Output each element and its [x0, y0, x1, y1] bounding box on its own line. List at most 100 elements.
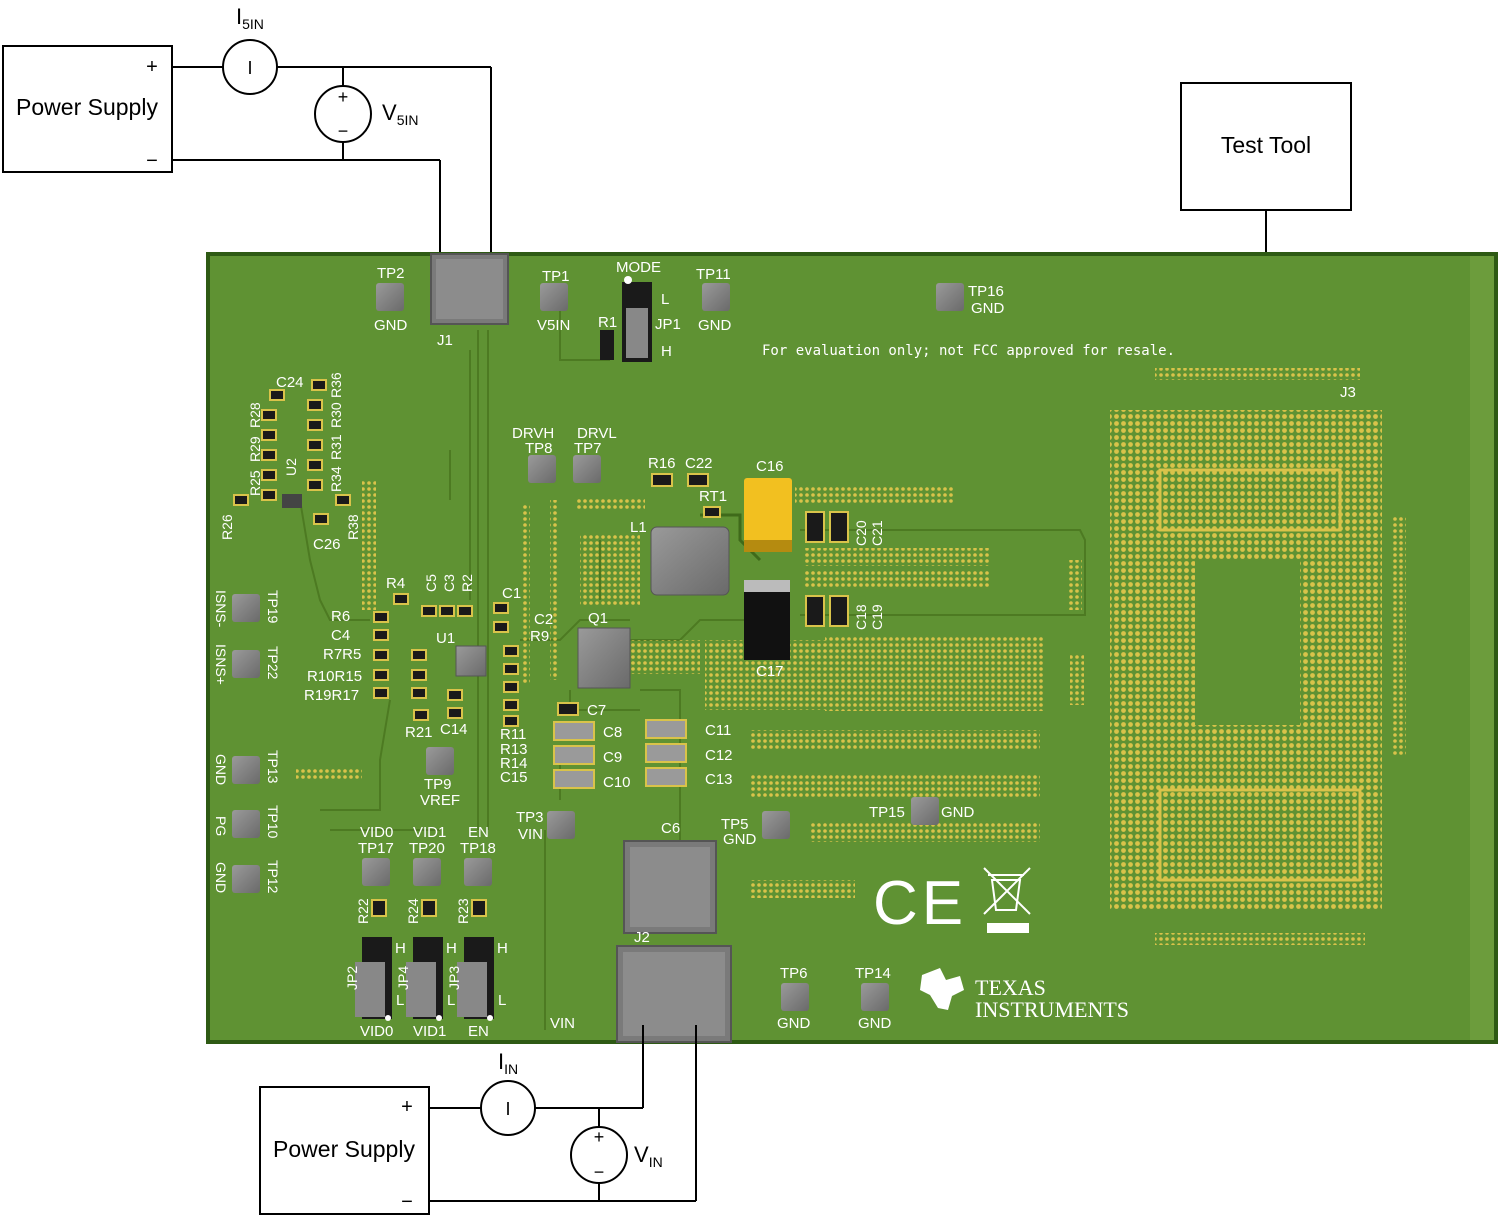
mode-label: MODE [616, 259, 661, 276]
c20-label: C20 [853, 520, 869, 546]
c18-label: C18 [853, 604, 869, 630]
tp1-pad [540, 283, 568, 311]
tp5-label: TP5 [721, 816, 749, 833]
r22-label: R22 [355, 898, 371, 924]
bottom-power-supply-box [259, 1086, 430, 1215]
vid1-bottom-label: VID1 [413, 1023, 446, 1040]
jp2-label: JP2 [344, 966, 360, 990]
tp12-pad [232, 865, 260, 893]
top-current-label: I5IN [236, 4, 264, 32]
tp14-label: TP14 [855, 965, 891, 982]
bottom-supply-minus-terminal: − [401, 1191, 413, 1213]
tp15-pad [911, 797, 939, 825]
tp8-label: TP8 [525, 440, 553, 457]
tp3-vin-label: VIN [518, 826, 543, 843]
en-top-label: EN [468, 824, 489, 841]
tp8-pad [528, 455, 556, 483]
ti-brand-line1: TEXAS [975, 975, 1046, 1000]
r7r5-label: R7R5 [323, 646, 361, 663]
u1-label: U1 [436, 630, 455, 647]
tp17-label: TP17 [358, 840, 394, 857]
jp4-l-label: L [447, 992, 455, 1009]
c22-label: C22 [685, 455, 713, 472]
bottom-ammeter-symbol: I [505, 1099, 510, 1119]
bottom-power-supply-group: Power Supply + − I IIN + − VIN [259, 1025, 697, 1215]
r2-label: R2 [459, 574, 475, 592]
test-tool-group: Test Tool [1180, 82, 1352, 412]
r13-label: R13 [500, 741, 528, 758]
tp12-label: TP12 [265, 860, 281, 894]
top-supply-minus-terminal: − [146, 150, 158, 172]
c11-label: C11 [705, 722, 731, 739]
c17-capacitor [744, 580, 790, 660]
en-bottom-label: EN [468, 1023, 489, 1040]
u2-ic [282, 494, 302, 508]
tp16-pad [936, 283, 964, 311]
tp6-pad [781, 983, 809, 1011]
c4-label: C4 [331, 627, 350, 644]
r9-label: R9 [530, 628, 549, 645]
tp2-label: TP2 [377, 265, 405, 282]
c12-label: C12 [705, 747, 733, 764]
c16-capacitor [744, 478, 792, 552]
rt1-label: RT1 [699, 488, 727, 505]
tp9-pad [426, 747, 454, 775]
tp2-pad [376, 283, 404, 311]
ti-logo: TEXAS INSTRUMENTS [920, 968, 1129, 1022]
ti-brand-line2: INSTRUMENTS [975, 997, 1129, 1022]
tp16-gnd-label: GND [971, 300, 1005, 317]
jp1-l-label: L [661, 291, 669, 308]
tp1-label: TP1 [542, 268, 570, 285]
tp18-pad [464, 858, 492, 886]
u1-controller [455, 645, 487, 677]
ceramic-caps [553, 719, 687, 789]
tp15-label: TP15 [869, 804, 905, 821]
tp13-pad [232, 756, 260, 784]
r30-label: R30 [328, 402, 344, 428]
r6-label: R6 [331, 608, 350, 625]
tp10-pg-label: PG [213, 816, 229, 836]
r36-label: R36 [328, 372, 344, 398]
c6-label: C6 [661, 820, 680, 837]
j3-socket: J3 [1110, 384, 1382, 910]
tp20-label: TP20 [409, 840, 445, 857]
c26-label: C26 [313, 536, 341, 553]
r34-label: R34 [328, 466, 344, 492]
via-fields [296, 368, 1406, 945]
tp6-gnd-label: GND [777, 1015, 811, 1032]
r31-label: R31 [328, 434, 344, 460]
top-voltmeter-plus: + [338, 87, 349, 107]
vid-jumpers [355, 937, 494, 1021]
tp19-label: TP19 [265, 590, 281, 624]
r11-label: R11 [500, 726, 526, 743]
tp18-label: TP18 [460, 840, 496, 857]
tp11-label: TP11 [696, 266, 731, 283]
tp10-label: TP10 [265, 805, 281, 839]
tp19-pad [232, 594, 260, 622]
bottom-supply-plus-terminal: + [401, 1096, 413, 1118]
vid0-top-label: VID0 [360, 824, 393, 841]
c17-label: C17 [756, 663, 784, 680]
vin-label: VIN [550, 1015, 575, 1032]
top-ammeter-symbol: I [247, 58, 252, 78]
tp11-pad [702, 283, 730, 311]
tp3-pad [547, 811, 575, 839]
tp2-gnd-label: GND [374, 317, 408, 334]
u2-label: U2 [283, 458, 299, 476]
tp22-pad [232, 650, 260, 678]
c13-label: C13 [705, 771, 733, 788]
r29-label: R29 [247, 436, 263, 462]
c7-label: C7 [587, 702, 606, 719]
tp7-pad [573, 455, 601, 483]
tp13-gnd-label: GND [213, 754, 229, 785]
c2-label: C2 [534, 611, 553, 628]
c15-label: C15 [500, 769, 528, 786]
r1-label: R1 [598, 314, 617, 331]
r21-label: R21 [405, 724, 433, 741]
c16-label: C16 [756, 458, 784, 475]
tp15-gnd-label: GND [941, 804, 975, 821]
tp12-gnd-label: GND [213, 862, 229, 893]
vid1-top-label: VID1 [413, 824, 446, 841]
bottom-voltmeter-plus: + [594, 1127, 605, 1147]
